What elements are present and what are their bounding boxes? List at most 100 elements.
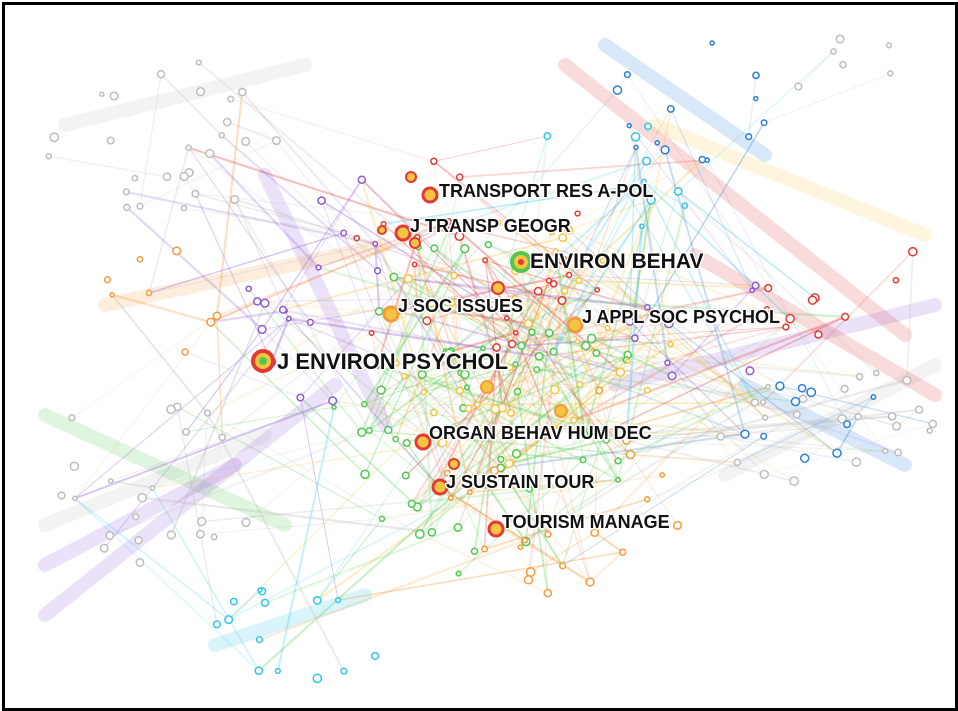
network-node xyxy=(132,513,140,521)
network-node xyxy=(106,136,115,145)
network-node xyxy=(928,419,938,429)
network-edge xyxy=(617,386,769,462)
network-node xyxy=(557,423,564,430)
node-environ-behav[interactable]: ENVIRON BEHAV xyxy=(510,249,705,275)
network-edge xyxy=(451,302,513,345)
node-transport-res-a-pol[interactable]: TRANSPORT RES A-POL xyxy=(405,171,655,204)
network-edge xyxy=(594,531,624,553)
node-label: ORGAN BEHAV HUM DEC xyxy=(429,423,652,443)
network-node xyxy=(839,60,847,69)
network-node xyxy=(191,189,200,198)
network-node xyxy=(278,305,288,314)
network-node xyxy=(760,432,768,440)
network-node xyxy=(490,404,501,414)
node-label: J SOC ISSUES xyxy=(398,296,523,316)
network-edge xyxy=(643,181,756,403)
network-edge xyxy=(584,199,652,435)
network-node xyxy=(513,387,522,396)
node-label: ENVIRON BEHAV xyxy=(530,250,703,273)
network-edge xyxy=(228,491,471,621)
network-node xyxy=(393,360,400,367)
network-edge xyxy=(518,257,601,392)
network-edge xyxy=(414,263,540,357)
network-node xyxy=(430,157,438,166)
network-node xyxy=(45,153,53,160)
network-node xyxy=(455,570,462,577)
network-node xyxy=(759,399,767,406)
network-edge xyxy=(288,317,398,365)
network-node xyxy=(512,329,519,336)
network-node xyxy=(460,244,470,254)
network-node xyxy=(172,246,182,256)
network-node xyxy=(420,388,427,396)
network-node xyxy=(260,298,270,308)
network-node xyxy=(672,520,683,530)
network-node xyxy=(229,597,238,606)
network-edge xyxy=(598,390,619,480)
node-ring xyxy=(487,520,505,538)
network-edge xyxy=(459,390,596,534)
node-j-sustain-tour[interactable]: J SUSTAIN TOUR xyxy=(431,458,596,496)
network-node xyxy=(99,543,109,553)
network-node xyxy=(463,384,471,391)
network-node xyxy=(892,276,900,284)
cluster-band xyxy=(38,408,292,532)
network-edge xyxy=(388,331,533,431)
node-ring xyxy=(566,316,584,334)
network-edge xyxy=(625,199,652,361)
network-edge xyxy=(528,323,635,339)
network-edge xyxy=(561,146,637,301)
network-edge xyxy=(195,193,344,234)
network-edge xyxy=(793,418,843,482)
node-ring xyxy=(480,380,494,394)
node-j-environ-psychol[interactable]: J ENVIRON PSYCHOL xyxy=(251,348,510,376)
network-node xyxy=(639,223,645,230)
network-edge xyxy=(421,374,591,583)
network-edge xyxy=(74,497,230,621)
network-edge xyxy=(595,316,846,437)
network-edge xyxy=(318,266,587,347)
node-j-transp-geogr[interactable]: J TRANSP GEOGR xyxy=(377,215,572,249)
network-node xyxy=(641,178,647,185)
network-edge xyxy=(442,441,619,462)
network-node xyxy=(544,328,554,338)
network-edge xyxy=(468,388,556,494)
network-node xyxy=(745,132,753,141)
network-edge xyxy=(139,139,277,208)
network-edge xyxy=(530,532,596,573)
node-organ-behav-hum-dec[interactable]: ORGAN BEHAV HUM DEC xyxy=(414,380,653,451)
network-edge xyxy=(643,180,686,207)
network-node xyxy=(430,244,439,253)
network-node xyxy=(470,547,479,556)
network-node xyxy=(137,492,148,503)
node-tourism-manage[interactable]: TOURISM MANAGE xyxy=(487,511,671,538)
cluster-band xyxy=(738,378,912,472)
network-edge xyxy=(547,327,609,535)
network-node xyxy=(466,489,473,496)
network-edge xyxy=(591,337,671,345)
node-ring xyxy=(382,305,400,323)
network-edge xyxy=(368,347,484,432)
network-edge xyxy=(264,302,487,485)
network-edge xyxy=(577,341,860,378)
network-node xyxy=(667,341,674,348)
network-edge xyxy=(643,180,791,320)
node-j-soc-issues[interactable]: J SOC ISSUES xyxy=(382,281,525,323)
network-edge xyxy=(836,416,860,454)
network-node xyxy=(575,276,583,284)
network-edge xyxy=(531,331,586,435)
network-edge xyxy=(450,497,563,567)
node-j-appl-soc-psychol[interactable]: J APPL SOC PSYCHOL xyxy=(566,306,782,334)
network-node xyxy=(373,267,382,275)
network-edge xyxy=(630,379,908,456)
cluster-band xyxy=(688,248,942,402)
network-node xyxy=(212,620,221,629)
network-edge xyxy=(582,435,597,461)
network-node xyxy=(592,349,601,358)
network-edge xyxy=(627,360,804,400)
network-edge xyxy=(364,248,466,475)
network-edge xyxy=(551,159,703,232)
network-node xyxy=(549,347,558,356)
cluster-band xyxy=(598,38,772,162)
network-node xyxy=(673,186,683,196)
